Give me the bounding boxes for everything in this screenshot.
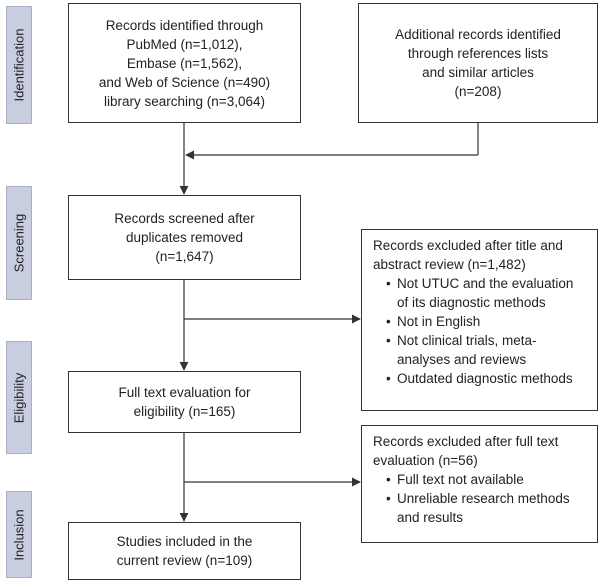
exclusion-item: Full text not available <box>373 470 587 489</box>
box-heading-line: Records excluded after full text <box>373 434 559 449</box>
box-text-line: Records identified through <box>105 17 264 33</box>
box-text-line: (n=1,647) <box>155 249 214 264</box>
box-heading-line: evaluation (n=56) <box>373 453 478 468</box>
box-fulltext-evaluation: Full text evaluation for eligibility (n=… <box>68 371 301 433</box>
box-heading-line: abstract review (n=1,482) <box>373 257 526 272</box>
exclusion-item: Not clinical trials, meta- analyses and … <box>373 331 587 369</box>
exclusion-item-line: of its diagnostic methods <box>397 295 546 310</box>
box-text-line: PubMed (n=1,012), <box>126 36 243 52</box>
exclusion-item-line: Unreliable research methods <box>397 491 570 506</box>
exclusion-item: Outdated diagnostic methods <box>373 369 587 388</box>
box-text-line: Embase (n=1,562), <box>126 55 243 71</box>
stage-inclusion: Inclusion <box>6 491 32 578</box>
exclusion-item-line: Not UTUC and the evaluation <box>397 276 574 291</box>
exclusion-item-line: analyses and reviews <box>397 352 527 367</box>
box-records-screened: Records screened after duplicates remove… <box>68 195 301 280</box>
exclusion-item: Not UTUC and the evaluation of its diagn… <box>373 274 587 312</box>
box-excluded-fulltext: Records excluded after full text evaluat… <box>361 425 598 543</box>
exclusion-item-line: and results <box>397 510 464 525</box>
box-text-line: Full text evaluation for <box>118 385 251 400</box>
box-text-line: library searching (n=3,064) <box>104 93 265 109</box>
exclusion-list: Not UTUC and the evaluation of its diagn… <box>373 274 587 388</box>
exclusion-item-line: Not clinical trials, meta- <box>397 333 537 348</box>
box-text-line: eligibility (n=165) <box>133 404 236 419</box>
exclusion-item: Not in English <box>373 312 587 331</box>
stage-identification: Identification <box>6 6 32 124</box>
box-text-line: and similar articles <box>422 65 534 80</box>
box-studies-included: Studies included in the current review (… <box>68 522 301 580</box>
exclusion-list: Full text not available Unreliable resea… <box>373 470 587 527</box>
box-text-line: Additional records identified <box>395 27 561 42</box>
exclusion-item-line: Not in English <box>397 314 481 329</box>
exclusion-item: Unreliable research methods and results <box>373 489 587 527</box>
box-excluded-abstract: Records excluded after title and abstrac… <box>361 229 598 411</box>
box-additional-records: Additional records identified through re… <box>358 3 598 123</box>
exclusion-item-line: Full text not available <box>397 472 524 487</box>
box-text-line: current review (n=109) <box>116 553 253 568</box>
box-text-line: duplicates removed <box>125 230 244 245</box>
box-text-line: (n=208) <box>454 84 502 99</box>
box-records-identified: Records identified through PubMed (n=1,0… <box>68 3 301 123</box>
box-text-line: and Web of Science (n=490) <box>98 74 271 90</box>
box-text-line: Records screened after <box>114 211 255 226</box>
box-text-line: Studies included in the <box>116 534 253 549</box>
stage-screening: Screening <box>6 186 32 300</box>
box-heading-line: Records excluded after title and <box>373 238 563 253</box>
box-text-line: through references lists <box>407 46 549 61</box>
stage-eligibility: Eligibility <box>6 341 32 454</box>
exclusion-item-line: Outdated diagnostic methods <box>397 371 573 386</box>
